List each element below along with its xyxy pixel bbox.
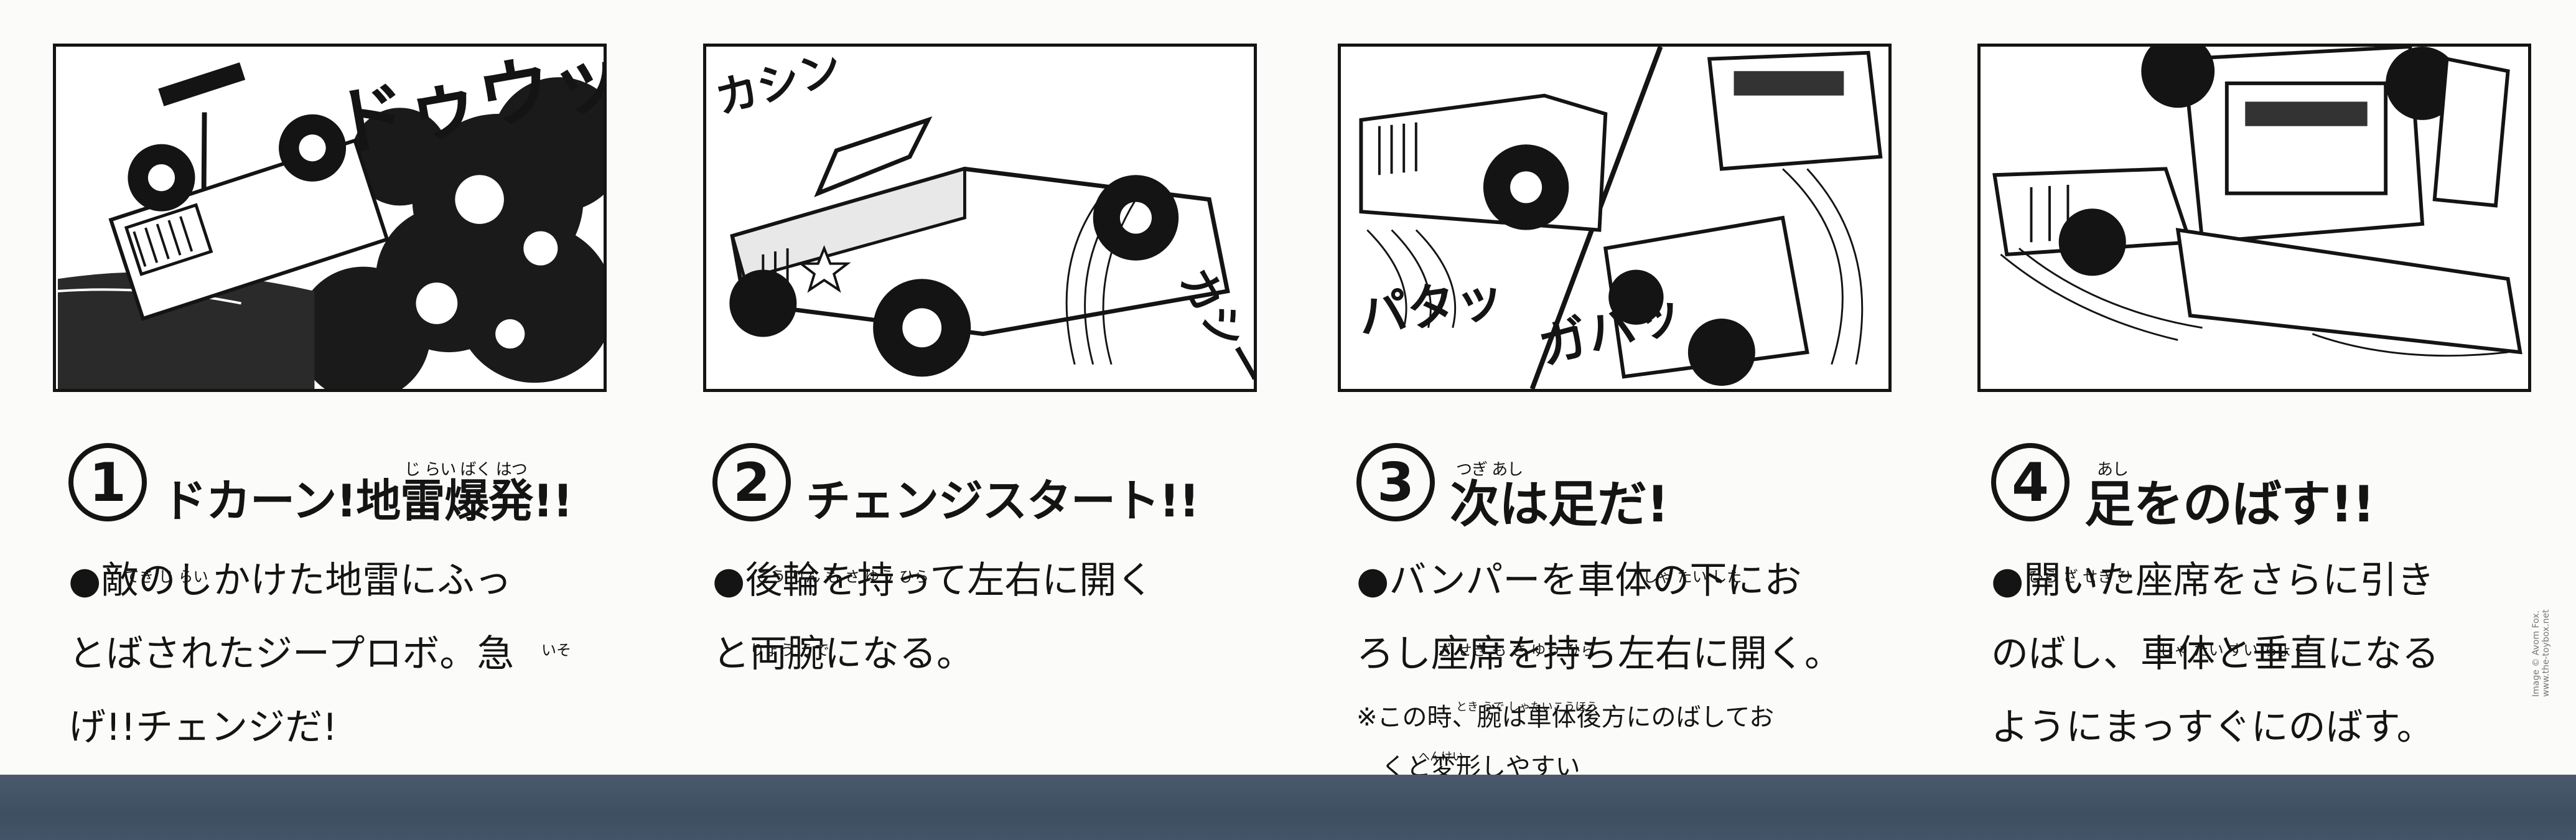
body-line-text: ようにまっすぐにのばす。 — [1991, 706, 2434, 749]
jeep-drawing: カシン カシーン — [707, 47, 1254, 389]
body-ruby: ざ せき も さ ゆう ひら — [1437, 642, 1596, 659]
body-line-text: ●敵のしかけた地雷にふっ — [68, 559, 512, 602]
step-title-text: チェンジスタート!! — [806, 475, 1200, 527]
step-title: あし 足をのばす!! — [2084, 460, 2375, 536]
body-line-text: ●バンパーを車体の下にお — [1356, 559, 1802, 602]
panel-3-illustration: パタッ ガバッ — [1338, 44, 1892, 392]
step-number-badge: 4 — [1991, 443, 2070, 521]
panel-4-illustration — [1977, 44, 2531, 392]
bottom-band — [0, 775, 2576, 840]
body-line: ようにまっすぐにのばす。 — [1991, 691, 2551, 764]
body-line-text: のばし、車体と垂直になる — [1991, 632, 2439, 676]
title-ruby: つぎ あし — [1456, 460, 1523, 479]
body-line: こう りん も さ ゆう ひら●後輪を持って左右に開く — [712, 544, 1272, 617]
body-line-text: げ!!チェンジだ! — [68, 706, 338, 749]
note-ruby: へんけい — [1419, 750, 1463, 763]
body-ruby: しゃ たい した — [1643, 568, 1742, 586]
body-line: てき じ らい●敵のしかけた地雷にふっ — [68, 544, 628, 617]
step-3: 3 つぎ あし 次は足だ! しゃ たい した●バンパーを車体の下にお ざ せき … — [1356, 429, 1916, 790]
title-ruby: あし — [2097, 460, 2129, 479]
body-ruby: こう りん も さ ゆう ひら — [756, 568, 930, 586]
leg-extend-drawing — [1982, 47, 2527, 389]
body-ruby: ひら ざ せき ひ — [2028, 568, 2132, 586]
body-line-text: ろし座席を持ち左右に開く。 — [1356, 632, 1842, 676]
step-number-badge: 2 — [712, 443, 791, 521]
step-title-text: 次は足だ! — [1450, 475, 1669, 533]
body-line: しゃ たい すい ちょくのばし、車体と垂直になる — [1991, 617, 2551, 691]
note-ruby: とき うで しゃたいこうほう — [1456, 701, 1598, 714]
body-line: しゃ たい した●バンパーを車体の下にお — [1356, 544, 1916, 617]
step-note: とき うで しゃたいこうほう※この時、腕は車体後方にのばしてお — [1356, 694, 1916, 740]
step-2: 2 チェンジスタート!! こう りん も さ ゆう ひら●後輪を持って左右に開く… — [712, 429, 1272, 691]
title-ruby: じ らい ばく はつ — [404, 460, 528, 479]
body-line: いそ とばされたジープロボ。急 — [68, 617, 628, 691]
body-line-text: ●開いた座席をさらに引き — [1991, 559, 2435, 602]
body-line-text: と両腕になる。 — [712, 632, 974, 676]
body-line: ざ せき も さ ゆう ひらろし座席を持ち左右に開く。 — [1356, 617, 1916, 691]
step-body: こう りん も さ ゆう ひら●後輪を持って左右に開く りょう うでと両腕になる… — [712, 544, 1272, 691]
panel-1-illustration: ドゥウッ — [53, 44, 607, 392]
bumper-seat-drawing: パタッ ガバッ — [1342, 47, 1887, 389]
body-line-text: とばされたジープロボ。急 — [68, 632, 515, 676]
step-number-badge: 3 — [1356, 443, 1435, 521]
body-line: ひら ざ せき ひ●開いた座席をさらに引き — [1991, 544, 2551, 617]
panel-2-illustration: カシン カシーン — [703, 44, 1257, 392]
body-line-text: ●後輪を持って左右に開く — [712, 559, 1154, 602]
jeep-explosion-drawing: ドゥウッ — [57, 47, 604, 389]
step-body: ひら ざ せき ひ●開いた座席をさらに引き しゃ たい すい ちょくのばし、車体… — [1991, 544, 2551, 764]
body-line: げ!!チェンジだ! — [68, 691, 628, 764]
step-1: 1 じ らい ばく はつ ドカーン!地雷爆発!! てき じ らい●敵のしかけた地… — [68, 429, 628, 764]
step-title: じ らい ばく はつ ドカーン!地雷爆発!! — [162, 460, 573, 530]
step-body: しゃ たい した●バンパーを車体の下にお ざ せき も さ ゆう ひらろし座席を… — [1356, 544, 1916, 790]
body-ruby: てき じ らい — [124, 568, 208, 586]
step-body: てき じ らい●敵のしかけた地雷にふっ いそ とばされたジープロボ。急 げ!!チェ… — [68, 544, 628, 764]
step-number-badge: 1 — [68, 443, 147, 521]
step-4: 4 あし 足をのばす!! ひら ざ せき ひ●開いた座席をさらに引き しゃ たい… — [1991, 429, 2551, 764]
step-title: つぎ あし 次は足だ! — [1450, 460, 1669, 536]
body-ruby: りょう うで — [750, 642, 829, 659]
step-title: チェンジスタート!! — [806, 464, 1200, 530]
step-title-text: ドカーン!地雷爆発!! — [162, 475, 573, 527]
image-credit: Image © Avom Fox. www.the-toybox.net — [2531, 609, 2551, 697]
note-line-text: ※この時、腕は車体後方にのばしてお — [1356, 703, 1775, 732]
body-line: りょう うでと両腕になる。 — [712, 617, 1272, 691]
step-title-text: 足をのばす!! — [2084, 475, 2375, 533]
body-ruby: いそ — [541, 642, 571, 659]
body-ruby: しゃ たい すい ちょく — [2159, 642, 2308, 659]
